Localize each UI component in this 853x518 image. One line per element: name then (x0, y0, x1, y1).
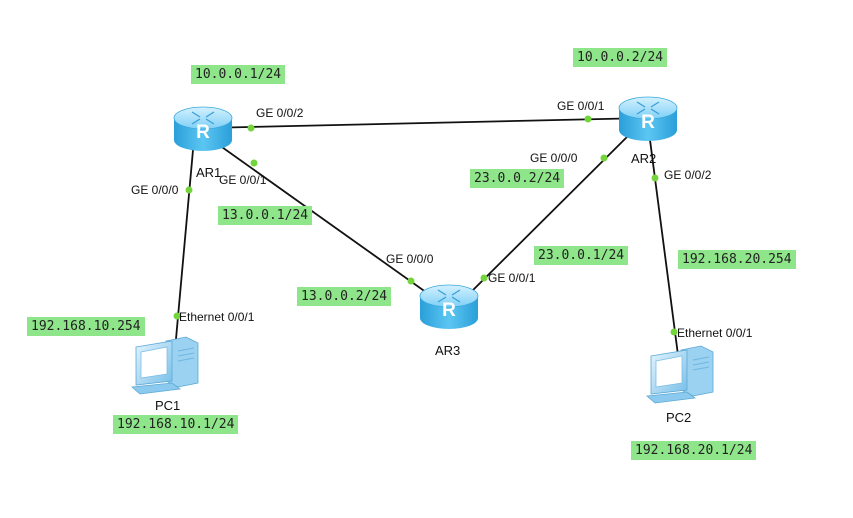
address-label-ar1-ge000: 192.168.10.254 (27, 317, 145, 336)
port-dot (407, 277, 415, 285)
address-label-pc2: 192.168.20.1/24 (631, 441, 757, 460)
router-icon[interactable]: R (618, 96, 678, 142)
device-label-ar2: AR2 (631, 151, 657, 166)
port-dot (651, 174, 659, 182)
device-label-ar1: AR1 (196, 165, 222, 180)
router-icon[interactable]: R (419, 284, 479, 330)
port-dot (250, 159, 258, 167)
port-dot (185, 186, 193, 194)
address-label-ar3-ge001: 23.0.0.1/24 (534, 246, 629, 265)
port-label-ar2-ge001: GE 0/0/1 (557, 99, 605, 113)
svg-text:R: R (641, 112, 655, 133)
port-dot (600, 154, 608, 162)
router-icon[interactable]: R (173, 106, 233, 152)
address-label-ar2-ge002: 192.168.20.254 (678, 250, 796, 269)
address-label-ar1-ge001: 13.0.0.1/24 (218, 206, 313, 225)
address-label-ar1-ge002: 10.0.0.1/24 (191, 65, 286, 84)
port-dot (584, 115, 592, 123)
port-dot (173, 312, 181, 320)
port-dot (480, 274, 488, 282)
port-label-ar1-ge002: GE 0/0/2 (256, 106, 304, 120)
port-label-pc1-eth: Ethernet 0/0/1 (179, 310, 255, 324)
port-dot (247, 124, 255, 132)
address-label-ar2-ge001: 10.0.0.2/24 (573, 48, 668, 67)
port-label-ar1-ge001: GE 0/0/1 (219, 173, 267, 187)
port-label-ar3-ge001: GE 0/0/1 (488, 271, 536, 285)
svg-text:R: R (196, 122, 210, 143)
address-label-pc1: 192.168.10.1/24 (113, 415, 239, 434)
pc-icon[interactable] (646, 345, 714, 404)
pc-icon[interactable] (131, 336, 199, 395)
link-ar1-ar3 (211, 139, 438, 301)
link-ar1-ar2 (205, 117, 647, 129)
port-dots (173, 115, 678, 336)
device-label-ar3: AR3 (435, 343, 461, 358)
device-label-pc1: PC1 (155, 398, 181, 413)
device-label-pc2: PC2 (666, 410, 692, 425)
port-dot (670, 328, 678, 336)
port-label-ar1-ge000: GE 0/0/0 (131, 183, 179, 197)
port-label-ar2-ge000: GE 0/0/0 (530, 151, 578, 165)
port-label-ar2-ge002: GE 0/0/2 (664, 168, 712, 182)
svg-text:R: R (442, 300, 456, 321)
port-label-ar3-ge000: GE 0/0/0 (386, 252, 434, 266)
address-label-ar3-ge000: 13.0.0.2/24 (297, 287, 392, 306)
port-label-pc2-eth: Ethernet 0/0/1 (677, 326, 753, 340)
address-label-ar2-ge000: 23.0.0.2/24 (470, 169, 565, 188)
